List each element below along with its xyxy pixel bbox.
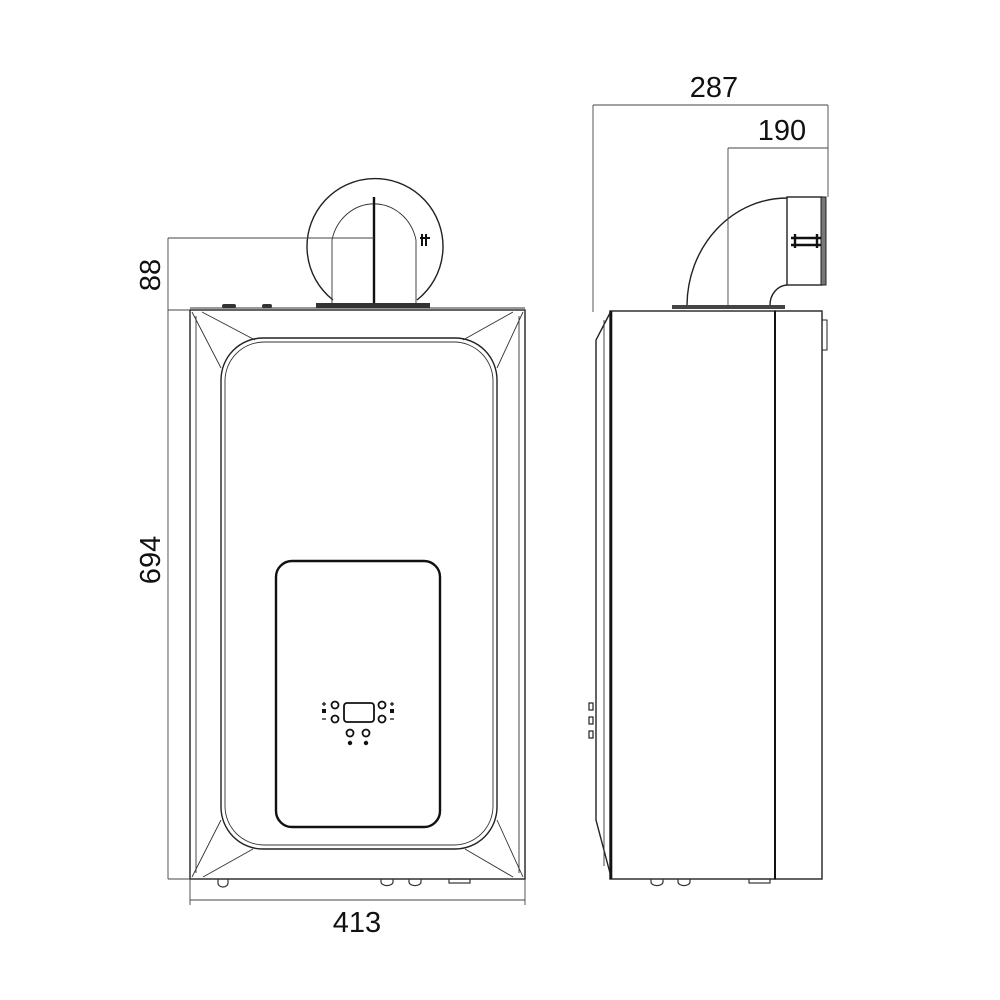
control-panel-cover — [274, 559, 442, 829]
front-bottom-connections — [217, 878, 471, 888]
button-icon — [330, 714, 340, 724]
dimension-694-label: 694 — [135, 536, 167, 584]
front-flue — [306, 177, 444, 308]
radiator-icon — [322, 709, 326, 713]
side-view: 287 190 — [588, 72, 829, 887]
button-icon — [377, 700, 387, 710]
button-icon — [361, 728, 371, 738]
side-dimension-lines — [592, 104, 829, 312]
front-view: 88 694 413 — [135, 177, 526, 939]
dimension-88-label: 88 — [135, 259, 167, 291]
front-inner-panel — [220, 337, 498, 850]
control-buttons — [322, 700, 394, 746]
dimension-413-label: 413 — [333, 907, 381, 939]
front-body — [189, 309, 526, 880]
button-icon — [377, 714, 387, 724]
side-rear-frame — [774, 310, 823, 880]
side-body — [609, 310, 776, 880]
front-dimension-lines — [167, 237, 526, 905]
side-bottom-connections — [650, 878, 771, 887]
front-chamfers — [191, 311, 524, 878]
button-icon — [345, 728, 355, 738]
button-icon — [330, 700, 340, 710]
side-buttons — [588, 702, 594, 739]
flue-clamp-icon — [791, 234, 821, 248]
dimension-190-label: 190 — [758, 115, 806, 147]
dimension-287-label: 287 — [690, 72, 738, 104]
side-flue — [672, 196, 827, 309]
flue-clamp-icon — [420, 234, 430, 246]
display-screen — [343, 702, 375, 723]
tap-icon — [390, 709, 394, 713]
